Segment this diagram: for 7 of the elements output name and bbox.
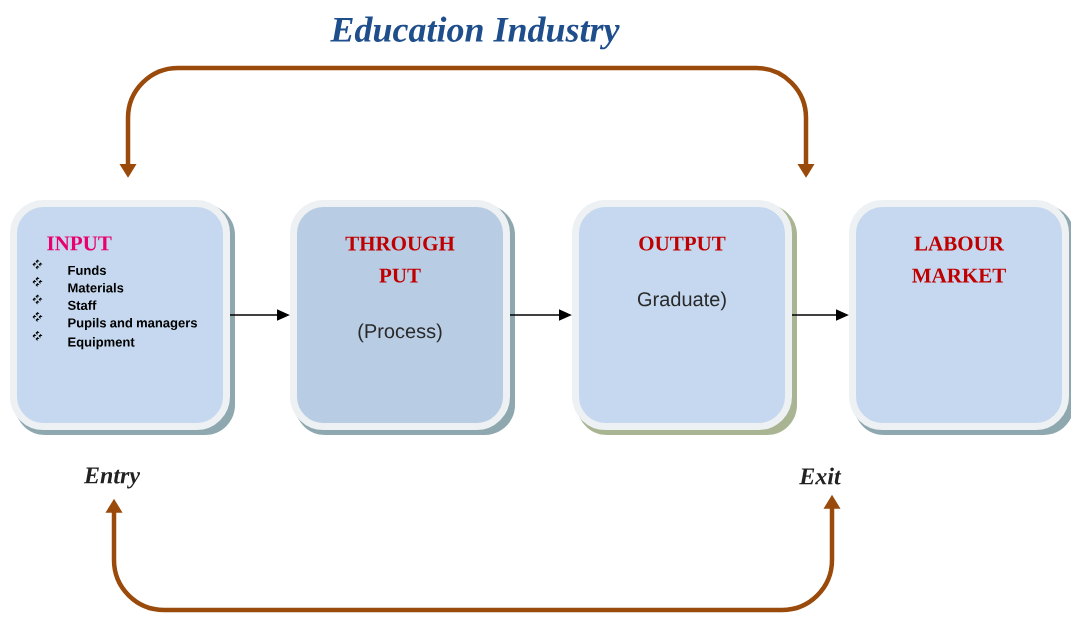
process-box: LABOUR MARKET [849, 200, 1071, 435]
title: Education Industry [330, 16, 620, 50]
process-box: INPUT Funds Materials Staff Pupils and managers Equipment [10, 200, 235, 435]
stage-label: Exit [799, 467, 842, 485]
process-box: OUTPUT Graduate) [572, 200, 797, 435]
process-box: THROUGH PUT (Process) [290, 200, 515, 435]
stage-label: Entry [83, 467, 141, 489]
